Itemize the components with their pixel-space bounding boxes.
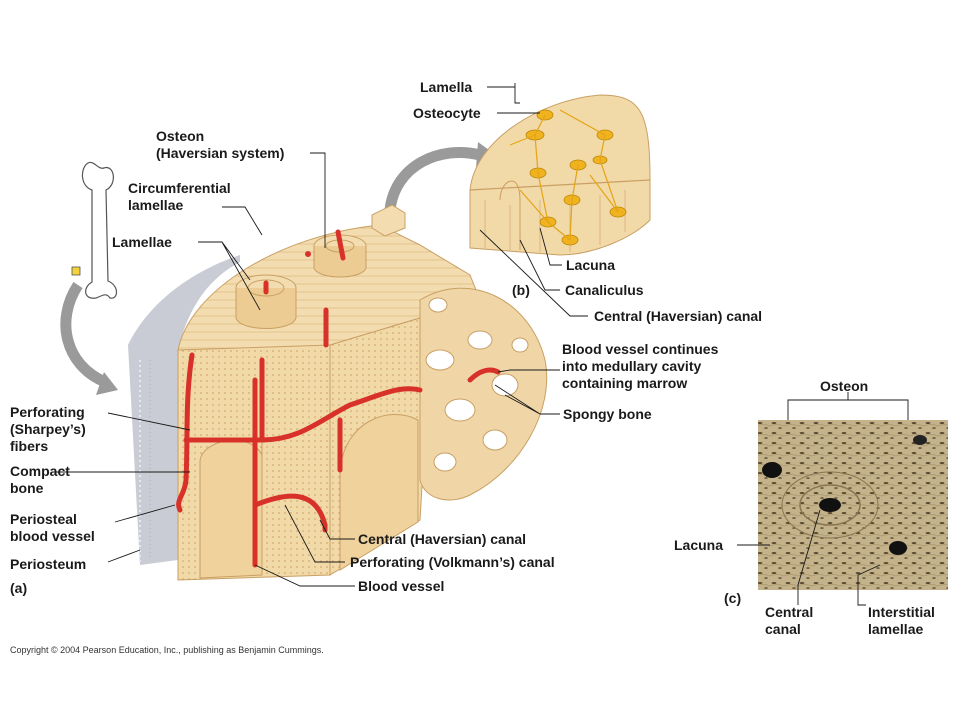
long-bone-icon (71, 161, 118, 299)
panel-b-wedge (469, 94, 651, 256)
label-periosteum: Periosteum (10, 556, 87, 572)
compact-bone-block (177, 204, 481, 581)
label-blood-vessel: Blood vessel (358, 578, 445, 594)
label-perforating-volkmanns: Perforating (Volkmann’s) canal (350, 554, 555, 570)
spongy-bone (419, 287, 548, 501)
periosteum-layer (128, 255, 240, 565)
label-blood-vessel-marrow: Blood vessel continues into medullary ca… (562, 341, 719, 391)
label-lamella: Lamella (420, 79, 473, 95)
label-osteocyte: Osteocyte (413, 105, 481, 121)
label-spongy-bone: Spongy bone (563, 406, 652, 422)
leader-lines (56, 83, 909, 606)
label-periosteal-blood-vessel: Periosteal blood vessel (10, 511, 95, 544)
label-osteon-c: Osteon (820, 378, 869, 394)
arrow-bone-to-section-icon (60, 281, 118, 395)
label-central-canal-a: Central (Haversian) canal (358, 531, 527, 547)
label-lamellae: Lamellae (112, 234, 172, 250)
label-perforating-sharpeys: Perforating (Sharpey’s) fibers (10, 404, 86, 454)
label-central-canal-b: Central (Haversian) canal (594, 308, 763, 324)
copyright-notice: Copyright © 2004 Pearson Education, Inc.… (10, 645, 324, 655)
label-interstitial-lamellae: Interstitial lamellae (868, 604, 935, 637)
label-lacuna-b: Lacuna (566, 257, 616, 273)
central-canal-dot (305, 251, 311, 257)
blood-vessels (176, 229, 501, 568)
label-lacuna-c: Lacuna (674, 537, 724, 553)
panel-label-c: (c) (724, 590, 742, 606)
label-compact-bone: Compact bone (10, 463, 70, 496)
micrograph (758, 420, 948, 590)
label-circumferential-lamellae: Circumferential lamellae (128, 180, 231, 213)
label-canaliculus: Canaliculus (565, 282, 644, 298)
label-osteon-haversian: Osteon (Haversian system) (156, 128, 285, 161)
panel-label-b: (b) (512, 282, 530, 298)
panel-label-a: (a) (10, 580, 28, 596)
label-central-canal-c: Central canal (765, 604, 814, 637)
